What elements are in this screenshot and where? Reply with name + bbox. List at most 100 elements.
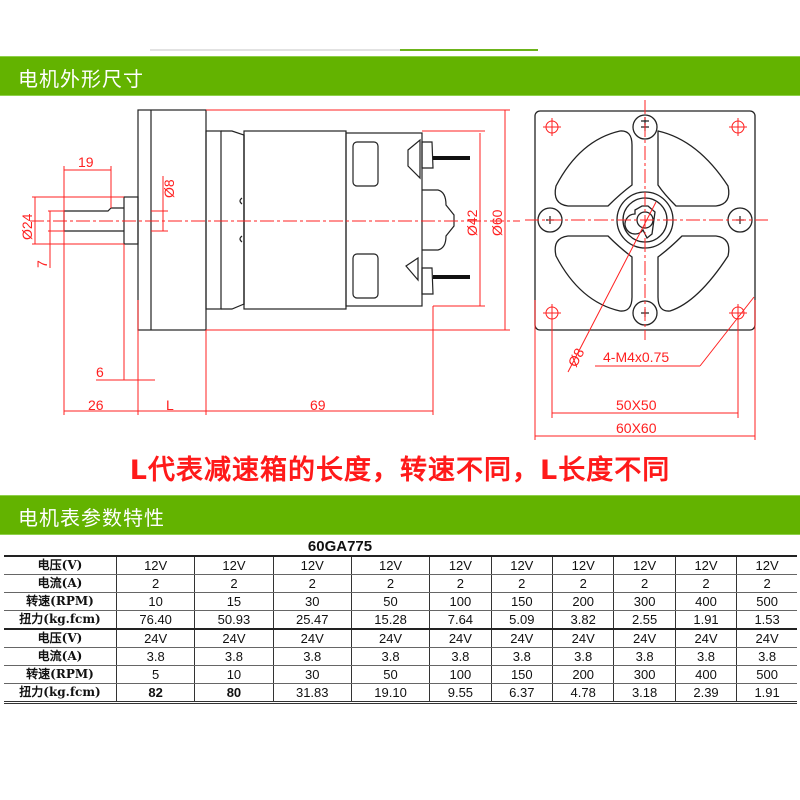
dim-motor-diameter: Ø42 (464, 209, 480, 236)
row-label: 转速(RPM) (4, 665, 117, 684)
dim-shaft-total: 26 (88, 397, 104, 413)
table-cell: 30 (272, 592, 352, 611)
table-cell: 2 (272, 574, 352, 593)
table-cell: 24V (736, 629, 797, 648)
dim-hole-spacing: 50X50 (616, 397, 657, 413)
table-cell: 2 (551, 574, 615, 593)
table-cell: 76.40 (115, 610, 196, 630)
table-cell: 7.64 (429, 610, 492, 630)
table-cell: 10 (115, 592, 196, 611)
table-cell: 3.82 (551, 610, 615, 630)
table-cell: 200 (551, 665, 615, 684)
table-cell: 24V (490, 629, 554, 648)
row-label: 电压(V) (4, 556, 117, 575)
row-label: 电流(A) (4, 574, 117, 593)
table-cell: 12V (194, 556, 274, 575)
table-cell: 12V (429, 556, 492, 575)
table-cell: 2 (613, 574, 676, 593)
table-cell: 400 (674, 592, 738, 611)
row-label: 扭力(kg.fcm) (4, 610, 117, 630)
table-cell: 2.55 (613, 610, 676, 630)
table-cell: 10 (194, 665, 274, 684)
table-cell: 50 (350, 592, 431, 611)
table-cell: 4.78 (551, 683, 615, 703)
table-cell: 12V (613, 556, 676, 575)
table-cell: 3.8 (115, 647, 196, 666)
dim-boss-length: 6 (96, 364, 104, 380)
table-cell: 2 (194, 574, 274, 593)
dim-screw-holes: 4-M4x0.75 (603, 349, 669, 365)
table-cell: 80 (194, 683, 274, 703)
table-cell: 24V (272, 629, 352, 648)
gearbox-length-note: L代表减速箱的长度，转速不同，L长度不同 (129, 455, 671, 486)
row-label: 电压(V) (4, 629, 117, 648)
side-view: 19 6 26 L 69 Ø24 7 Ø8 Ø42 Ø60 (19, 109, 520, 415)
table-cell: 2 (350, 574, 431, 593)
table-cell: 100 (429, 592, 492, 611)
table-cell: 3.8 (674, 647, 738, 666)
table-cell: 3.8 (194, 647, 274, 666)
row-label: 扭力(kg.fcm) (4, 683, 117, 703)
dim-gearbox-diameter: Ø60 (489, 209, 505, 236)
dim-front-shaft-diameter: Ø8 (565, 345, 588, 369)
table-cell: 3.8 (429, 647, 492, 666)
table-cell: 2 (736, 574, 797, 593)
table-cell: 24V (551, 629, 615, 648)
table-cell: 3.8 (350, 647, 431, 666)
table-cell: 12V (736, 556, 797, 575)
table-cell: 1.91 (674, 610, 738, 630)
table-cell: 25.47 (272, 610, 352, 630)
table-cell: 500 (736, 665, 797, 684)
table-cell: 50 (350, 665, 431, 684)
dim-boss-diameter: Ø24 (19, 213, 35, 240)
table-cell: 6.37 (490, 683, 554, 703)
table-cell: 200 (551, 592, 615, 611)
header-accent-line (400, 49, 538, 51)
front-view: Ø8 4-M4x0.75 50X50 60X60 (525, 100, 768, 440)
table-cell: 24V (429, 629, 492, 648)
table-cell: 15.28 (350, 610, 431, 630)
motor-model: 60GA775 (307, 538, 373, 555)
table-cell: 82 (115, 683, 196, 703)
table-cell: 9.55 (429, 683, 492, 703)
table-cell: 2 (429, 574, 492, 593)
row-label: 转速(RPM) (4, 592, 117, 611)
row-label: 电流(A) (4, 647, 117, 666)
table-cell: 15 (194, 592, 274, 611)
table-cell: 2.39 (674, 683, 738, 703)
table-cell: 12V (115, 556, 196, 575)
table-cell: 1.53 (736, 610, 797, 630)
table-cell: 12V (272, 556, 352, 575)
table-cell: 24V (115, 629, 196, 648)
table-cell: 24V (194, 629, 274, 648)
table-cell: 3.8 (736, 647, 797, 666)
dim-gearbox-length: L (166, 397, 174, 413)
header-divider (150, 49, 400, 51)
dim-motor-length: 69 (310, 397, 326, 413)
table-cell: 1.91 (736, 683, 797, 703)
dim-flat-height: 7 (34, 260, 50, 268)
table-cell: 300 (613, 592, 676, 611)
table-cell: 12V (490, 556, 554, 575)
motor-dimension-drawing: 19 6 26 L 69 Ø24 7 Ø8 Ø42 Ø60 (19, 100, 768, 440)
table-cell: 24V (613, 629, 676, 648)
dim-shaft-length: 19 (78, 154, 94, 170)
dim-outer-size: 60X60 (616, 420, 657, 436)
table-cell: 300 (613, 665, 676, 684)
section-title: 电机表参数特性 (18, 506, 165, 530)
table-cell: 3.8 (490, 647, 554, 666)
table-cell: 150 (490, 592, 554, 611)
table-cell: 50.93 (194, 610, 274, 630)
section-header-specs: 电机表参数特性 (0, 495, 800, 535)
table-cell: 3.18 (613, 683, 676, 703)
table-cell: 2 (115, 574, 196, 593)
table-cell: 100 (429, 665, 492, 684)
table-cell: 3.8 (613, 647, 676, 666)
section-header-dimensions: 电机外形尺寸 (0, 56, 800, 96)
